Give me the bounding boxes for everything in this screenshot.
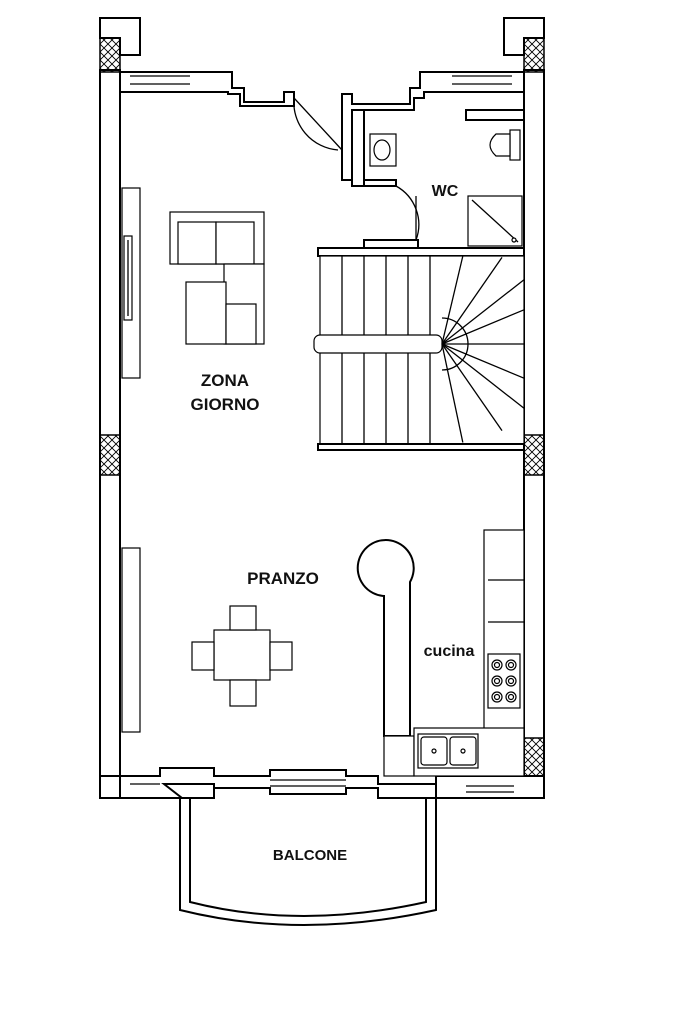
entrance-door [293, 97, 343, 151]
corner-pillars [99, 17, 545, 777]
hob-burner-center [507, 677, 515, 685]
balcony [179, 797, 437, 926]
label-pranzo: PRANZO [247, 569, 319, 588]
stair-winder [441, 343, 464, 443]
hob-burner-center [493, 661, 501, 669]
stair-winder [441, 343, 503, 431]
hob-burner-center [493, 677, 501, 685]
room-labels: ZONA GIORNO WC PRANZO cucina BALCONE [191, 183, 475, 864]
stair-winder [441, 309, 525, 345]
sofa-set [169, 211, 265, 345]
stair-winder [441, 279, 525, 345]
stair-winder [441, 343, 525, 409]
hob-burner-center [507, 693, 515, 701]
stair-winder [441, 257, 503, 345]
label-wc: WC [432, 183, 459, 200]
label-balcone: BALCONE [273, 847, 347, 864]
bottom-walls [119, 767, 514, 799]
label-cucina: cucina [424, 643, 475, 660]
label-giorno: GIORNO [191, 395, 260, 414]
label-zona: ZONA [201, 371, 249, 390]
hob-burner-center [507, 661, 515, 669]
hob-burner-center [493, 693, 501, 701]
top-walls [119, 71, 525, 181]
dining-table [191, 605, 293, 707]
stair-winder [441, 343, 525, 379]
exterior-walls [99, 69, 545, 799]
staircase [313, 247, 525, 451]
stair-winder [441, 255, 464, 345]
tv-cabinet [121, 187, 141, 733]
kitchen-counter [356, 529, 525, 777]
wc-room [351, 109, 525, 257]
